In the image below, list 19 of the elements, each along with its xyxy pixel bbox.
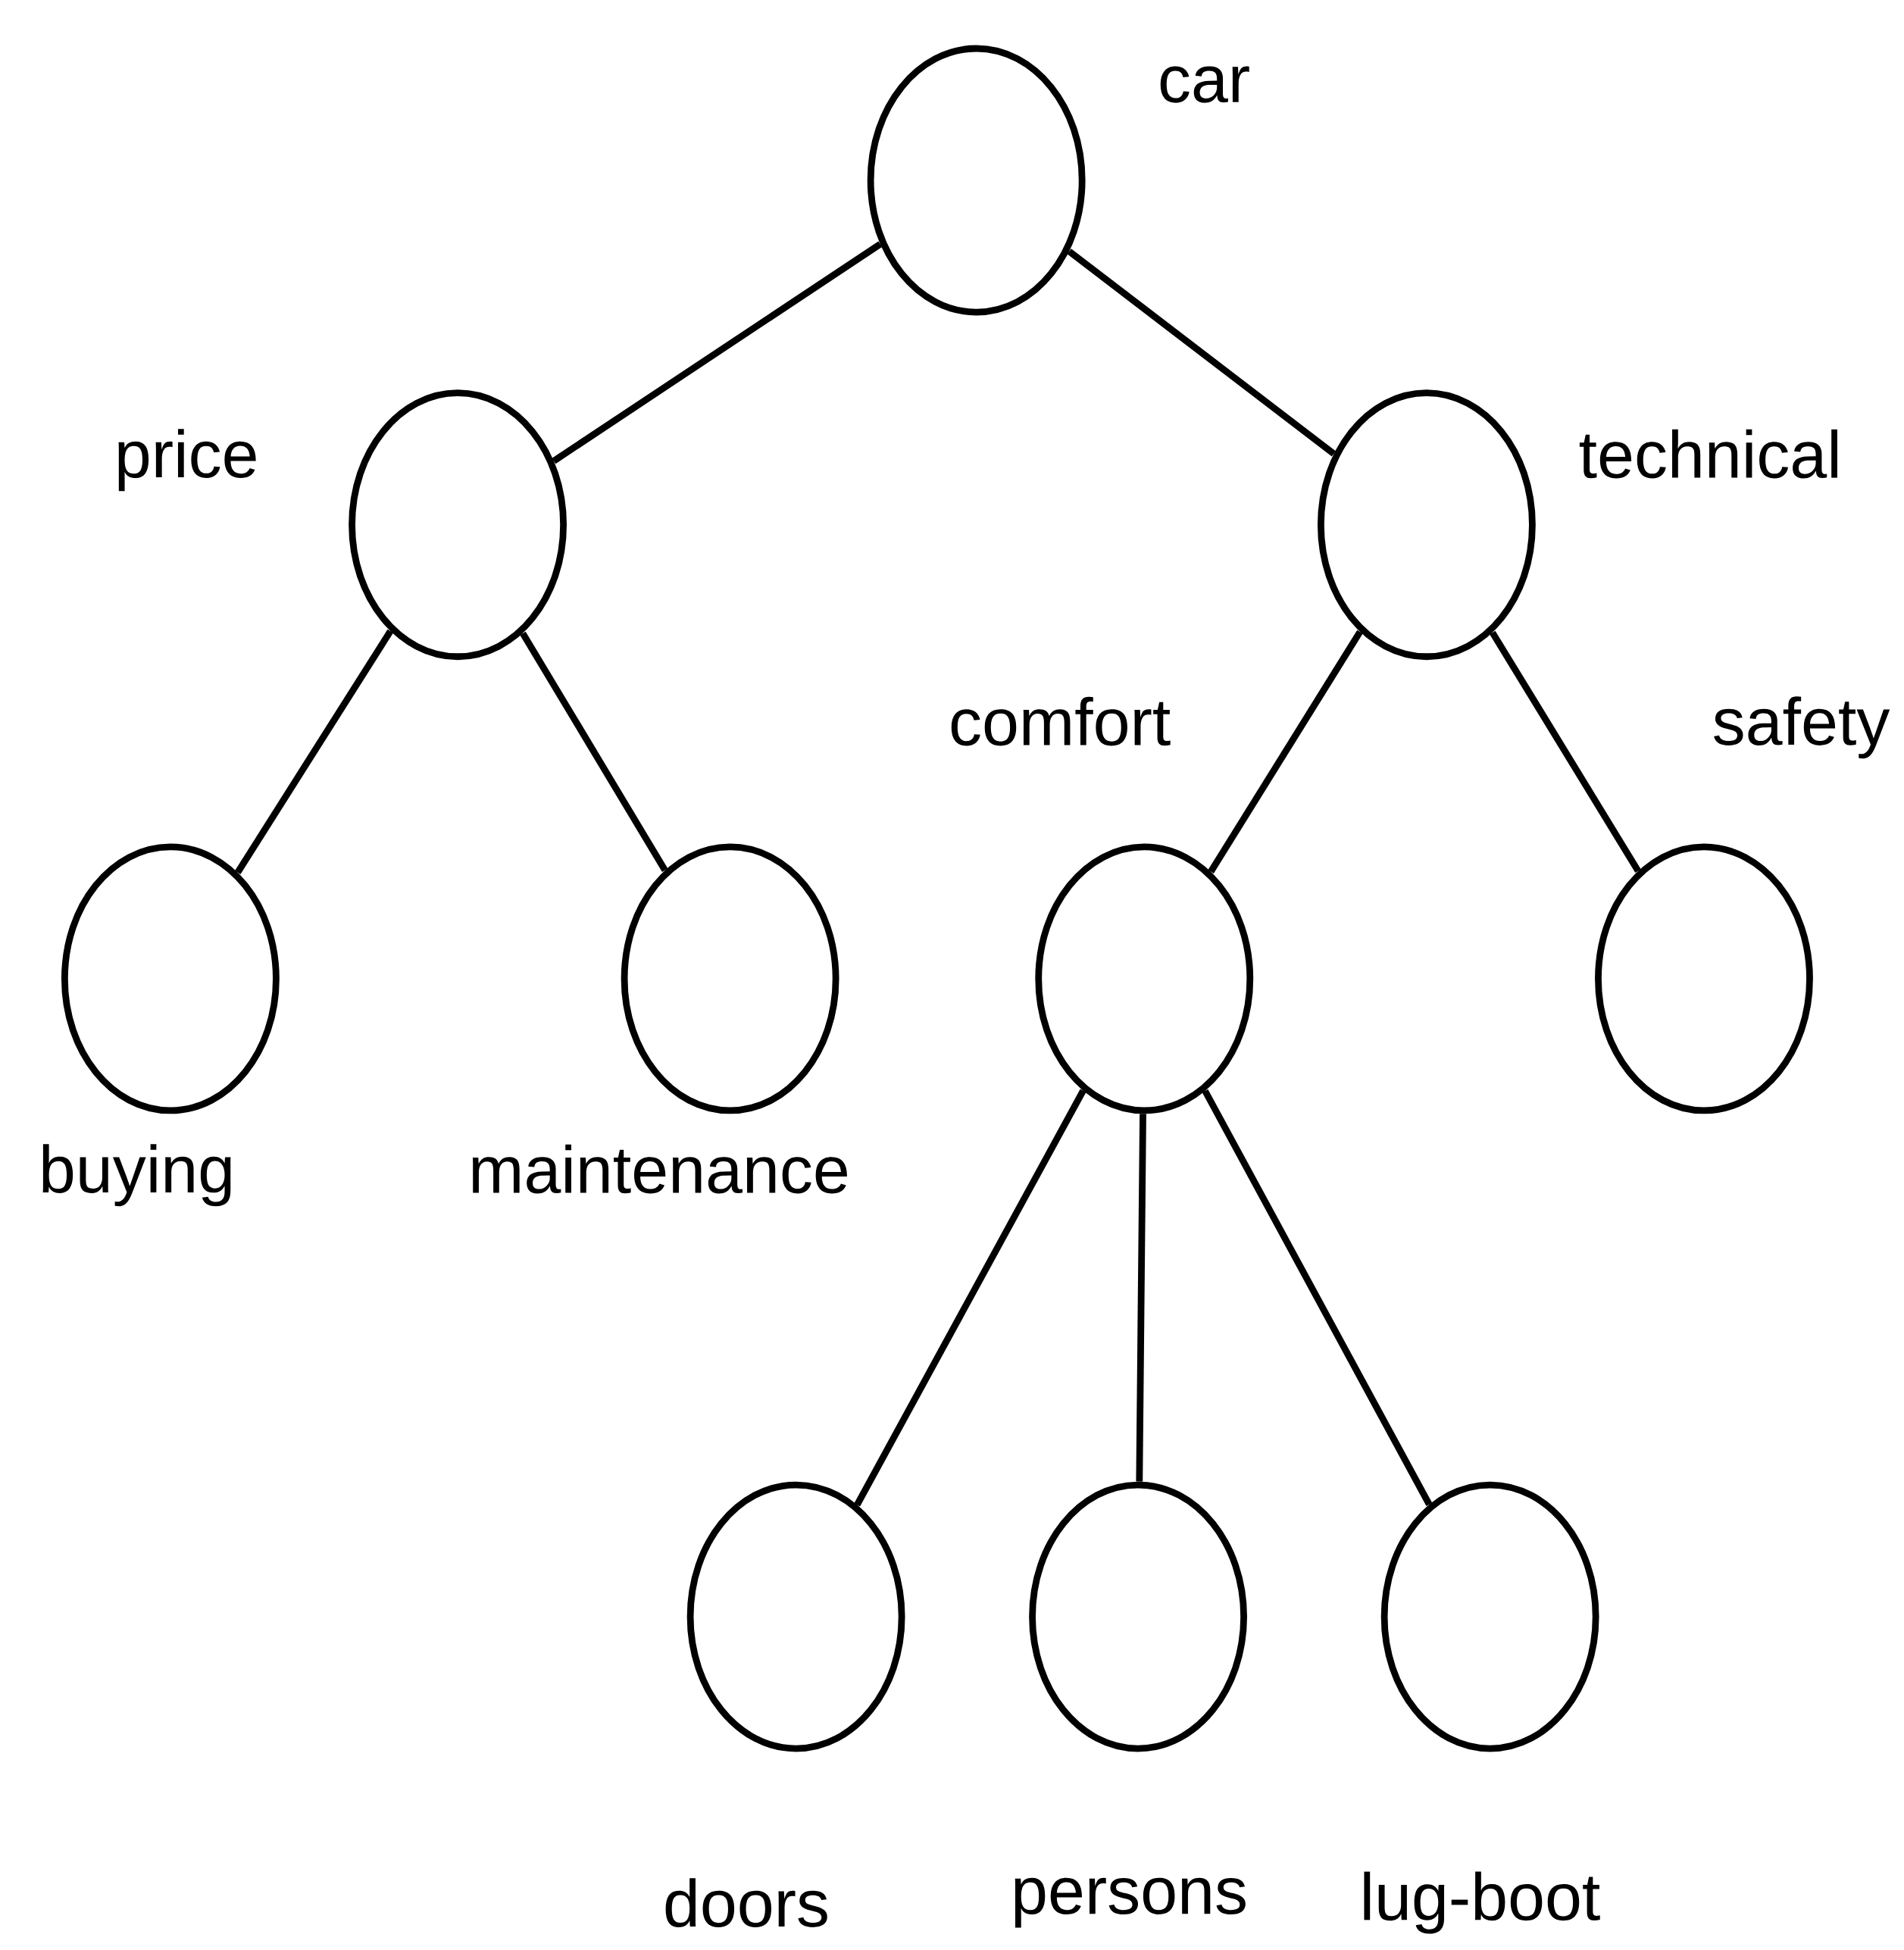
tree-edge — [854, 1089, 1086, 1507]
tree-edge — [1136, 1114, 1146, 1482]
node-label: comfort — [951, 696, 1171, 746]
tree-edge — [1489, 630, 1641, 873]
node-label: price — [118, 429, 256, 492]
node-label: maintenance — [472, 1144, 847, 1194]
tree-edge — [1067, 248, 1336, 457]
tree-edge — [1208, 630, 1363, 873]
node-label: lug-boot — [1364, 1871, 1600, 1934]
node-label: doors — [665, 1878, 827, 1927]
tree-edge — [520, 631, 668, 873]
node-label: technical — [1579, 429, 1837, 479]
tree-edge — [1202, 1089, 1433, 1507]
node-label: persons — [1015, 1877, 1246, 1928]
node-label: buying — [42, 1144, 231, 1207]
node-label: safety — [1714, 696, 1890, 759]
tree-edge — [234, 629, 393, 874]
node-label: car — [1160, 66, 1249, 103]
tree-edge — [552, 241, 883, 464]
